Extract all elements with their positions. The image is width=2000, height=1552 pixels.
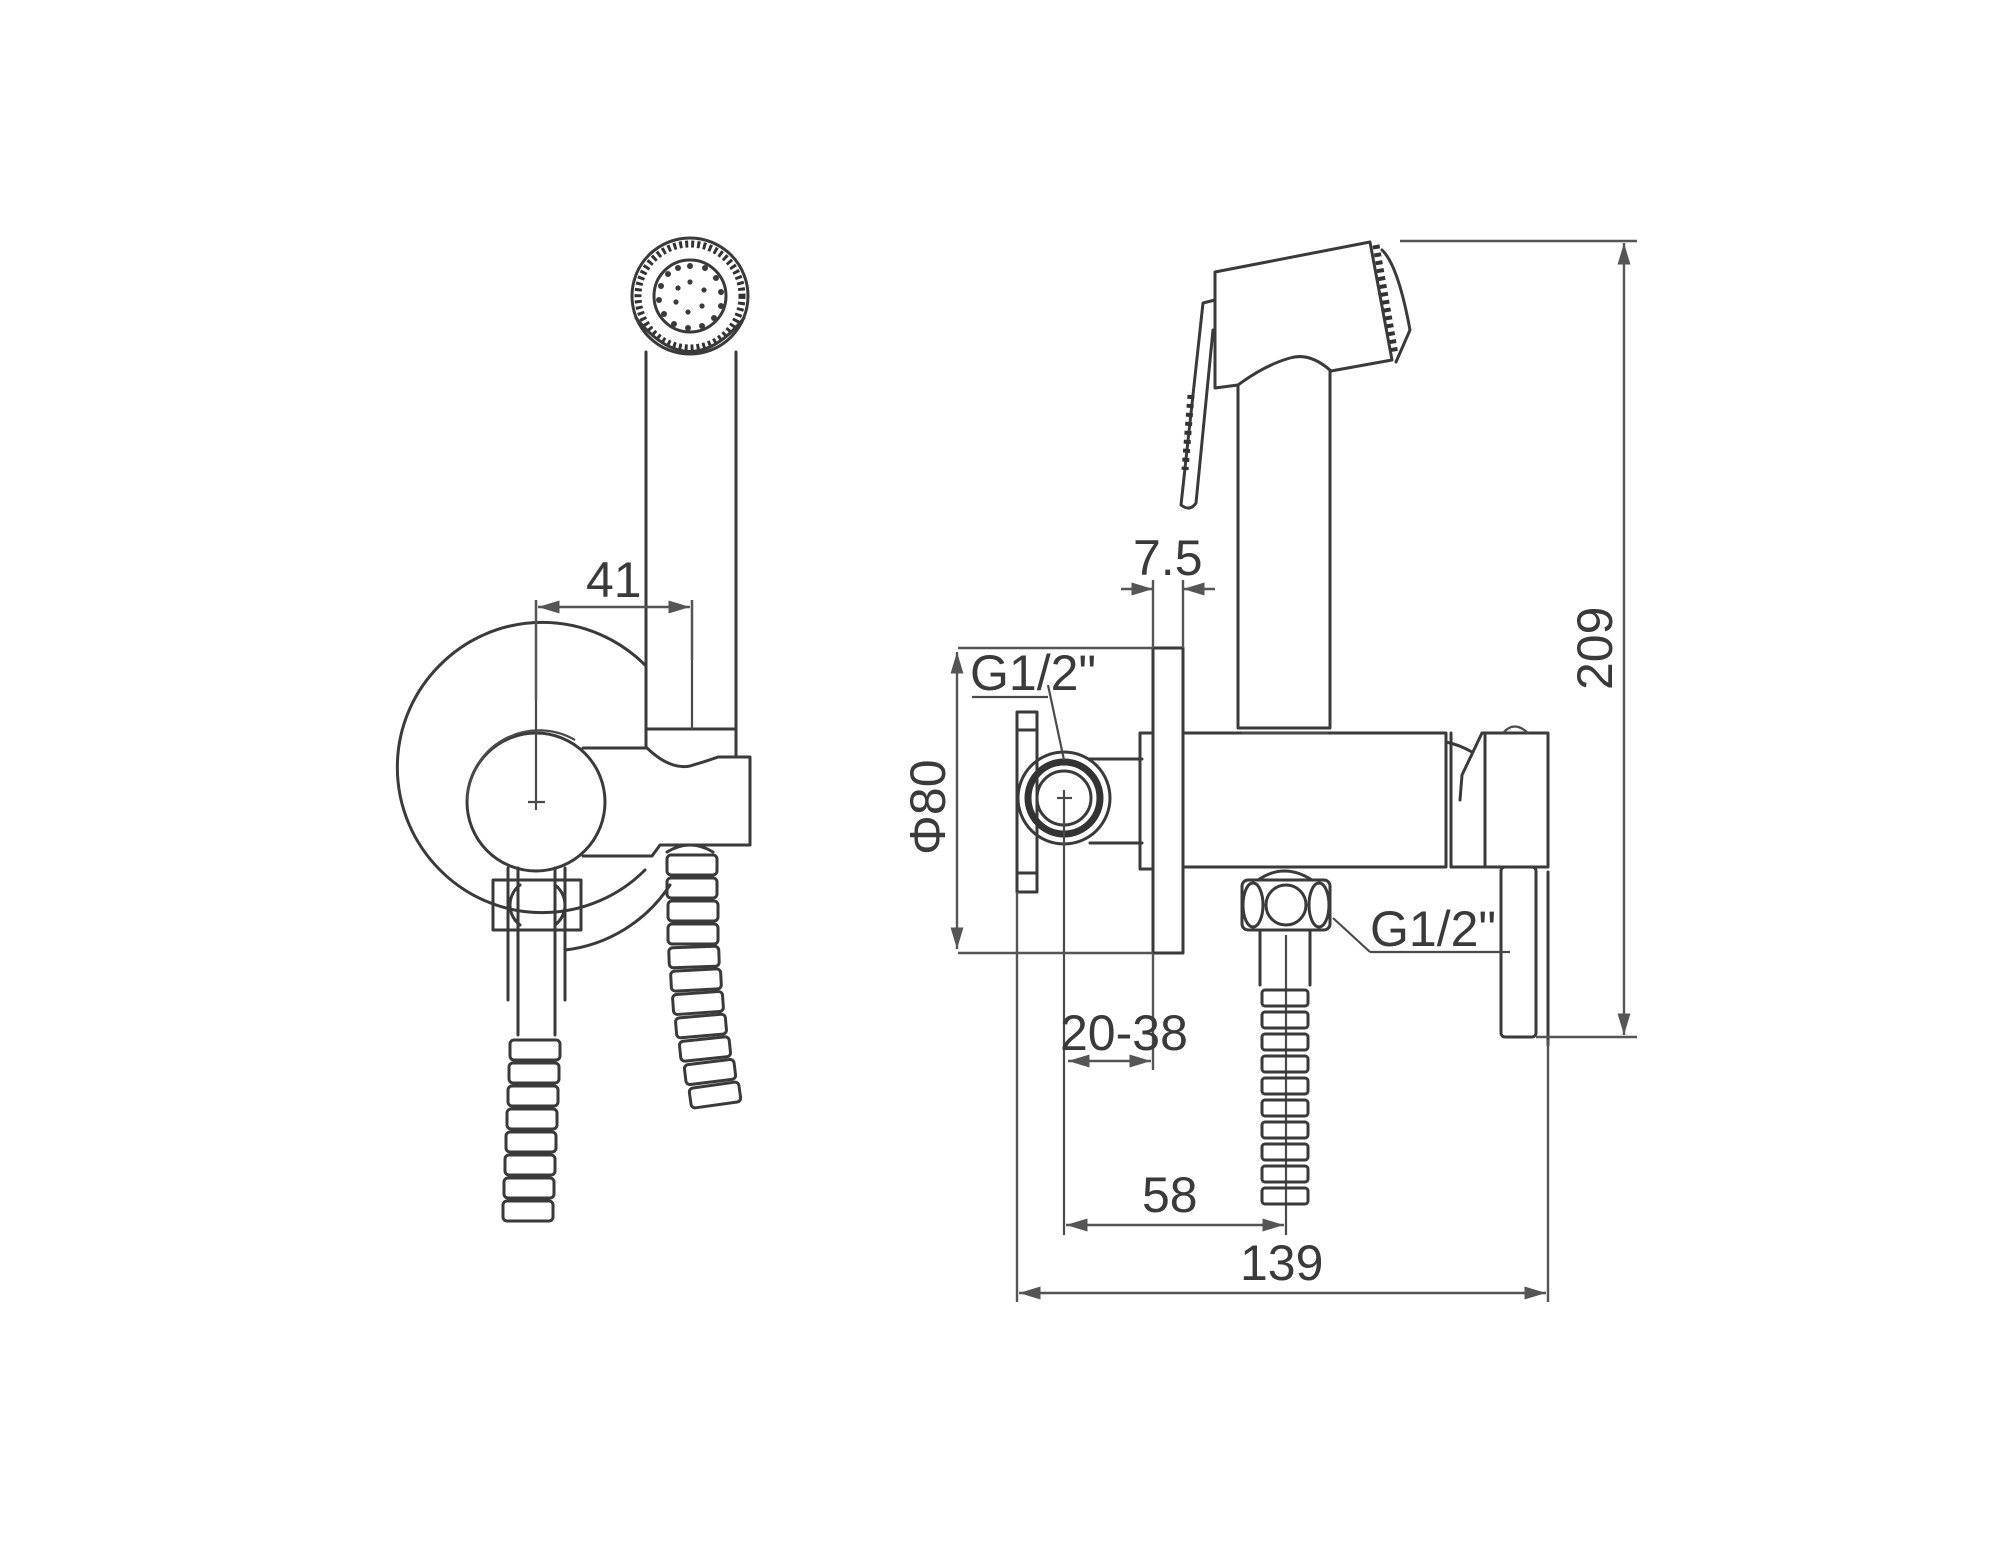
dimension-7-5: 7.5: [1121, 530, 1215, 648]
thread-label: G1/2": [970, 645, 1096, 701]
dimension-label: 139: [1240, 1235, 1323, 1291]
dimension-label: Φ80: [900, 759, 956, 855]
inlet-stem: [491, 866, 583, 1037]
spray-head: [630, 236, 750, 356]
dimension-41: 41: [534, 552, 694, 700]
spray-head-side: [1213, 240, 1394, 390]
spray-tube: [1236, 370, 1332, 730]
left-hose: [501, 1038, 562, 1223]
wall-plate-outline: [396, 621, 647, 914]
lever-handle: [1449, 731, 1487, 869]
dimension-label: 41: [586, 552, 642, 608]
wall-plate: [1151, 646, 1185, 955]
thread-label: G1/2": [1370, 901, 1496, 957]
side-view: 7.5 G1/2" Φ80 G1/2" 20-38 5: [900, 239, 1637, 1302]
dimension-label: 58: [1142, 1167, 1198, 1223]
inlet-connector: [1015, 684, 1144, 1235]
leader-inlet-thread: G1/2": [958, 645, 1153, 701]
valve-body: [1181, 731, 1448, 869]
dimension-58: 58: [1066, 1167, 1284, 1232]
dimension-label: 7.5: [1133, 530, 1203, 586]
dimension-label: 20-38: [1060, 1005, 1188, 1061]
dimension-139: 139: [1015, 892, 1550, 1302]
front-view: 41: [396, 236, 752, 1223]
dimension-20-38: 20-38: [1060, 953, 1188, 1070]
leader-outlet-thread: G1/2": [1332, 901, 1510, 957]
right-hose: [665, 843, 743, 1110]
outlet-hose: [1260, 988, 1310, 1206]
dimension-phi80: Φ80: [900, 652, 1153, 955]
outlet-connector: [1240, 869, 1332, 1235]
dimension-label: 209: [1567, 607, 1623, 690]
spray-holder: [581, 746, 752, 858]
spray-trigger: [1179, 298, 1217, 510]
nozzle-dots: [656, 263, 724, 331]
dimension-209: 209: [1400, 239, 1637, 1039]
